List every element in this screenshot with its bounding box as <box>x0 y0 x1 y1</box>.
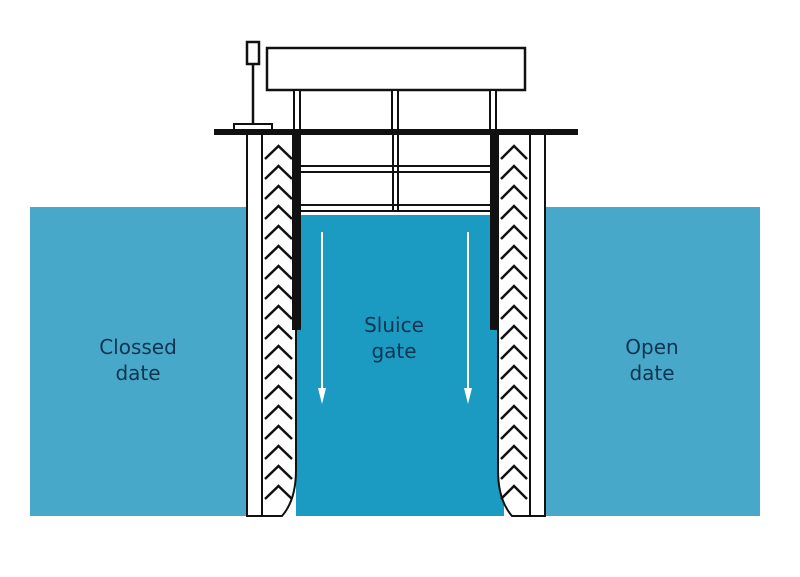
chevron-mark <box>264 244 293 260</box>
chevron-mark <box>500 204 528 220</box>
chevron-mark <box>264 424 293 440</box>
chevron-mark <box>500 424 528 440</box>
closed-label-line2: date <box>115 361 161 385</box>
chevron-mark <box>500 384 528 400</box>
open-gate-label: Open date <box>582 334 722 386</box>
chevron-mark <box>500 344 528 360</box>
open-label-line1: Open <box>625 335 679 359</box>
right-chevron-wall <box>497 133 531 517</box>
chevron-mark <box>500 284 528 300</box>
chevron-mark <box>264 264 293 280</box>
chevron-mark <box>500 304 528 320</box>
sluice-label-line2: gate <box>371 339 417 363</box>
chevron-mark <box>264 144 293 160</box>
chevron-mark <box>500 264 528 280</box>
lamp-post <box>233 40 273 131</box>
hoist-housing <box>265 46 527 92</box>
left-chevron-wall <box>261 133 297 517</box>
chevron-mark <box>500 144 528 160</box>
chevron-mark <box>264 484 293 500</box>
chevron-mark <box>500 164 528 180</box>
right-outer-wall <box>529 133 546 517</box>
chevron-mark <box>264 184 293 200</box>
chevron-mark <box>264 464 293 480</box>
hoist-posts <box>293 89 497 131</box>
chevron-mark <box>264 204 293 220</box>
outer-water-left <box>30 207 248 516</box>
closed-label-line1: Clossed <box>99 335 177 359</box>
chevron-mark <box>264 364 293 380</box>
chevron-mark <box>264 344 293 360</box>
chevron-mark <box>500 364 528 380</box>
open-label-line2: date <box>629 361 675 385</box>
chevron-mark <box>264 404 293 420</box>
right-gate-guide <box>490 134 499 330</box>
chevron-mark <box>500 244 528 260</box>
flow-arrow-right <box>464 232 472 404</box>
chevron-mark <box>500 404 528 420</box>
chevron-mark <box>264 164 293 180</box>
sluice-gate-label: Sluice gate <box>324 312 464 364</box>
chevron-mark <box>264 304 293 320</box>
gate-frame <box>301 134 490 212</box>
sluice-label-line1: Sluice <box>364 313 424 337</box>
deck-beam <box>214 129 578 135</box>
chevron-mark <box>264 444 293 460</box>
chevron-mark <box>500 464 528 480</box>
chevron-mark <box>500 324 528 340</box>
chevron-mark <box>264 284 293 300</box>
left-outer-wall <box>246 133 263 517</box>
channel-water <box>296 215 504 516</box>
chevron-mark <box>264 224 293 240</box>
chevron-mark <box>500 444 528 460</box>
chevron-mark <box>500 484 528 500</box>
outer-water-right <box>544 207 760 516</box>
closed-gate-label: Clossed date <box>68 334 208 386</box>
chevron-mark <box>264 324 293 340</box>
chevron-mark <box>500 224 528 240</box>
left-gate-guide <box>292 134 301 330</box>
flow-arrow-left <box>318 232 326 404</box>
chevron-mark <box>500 184 528 200</box>
chevron-mark <box>264 384 293 400</box>
